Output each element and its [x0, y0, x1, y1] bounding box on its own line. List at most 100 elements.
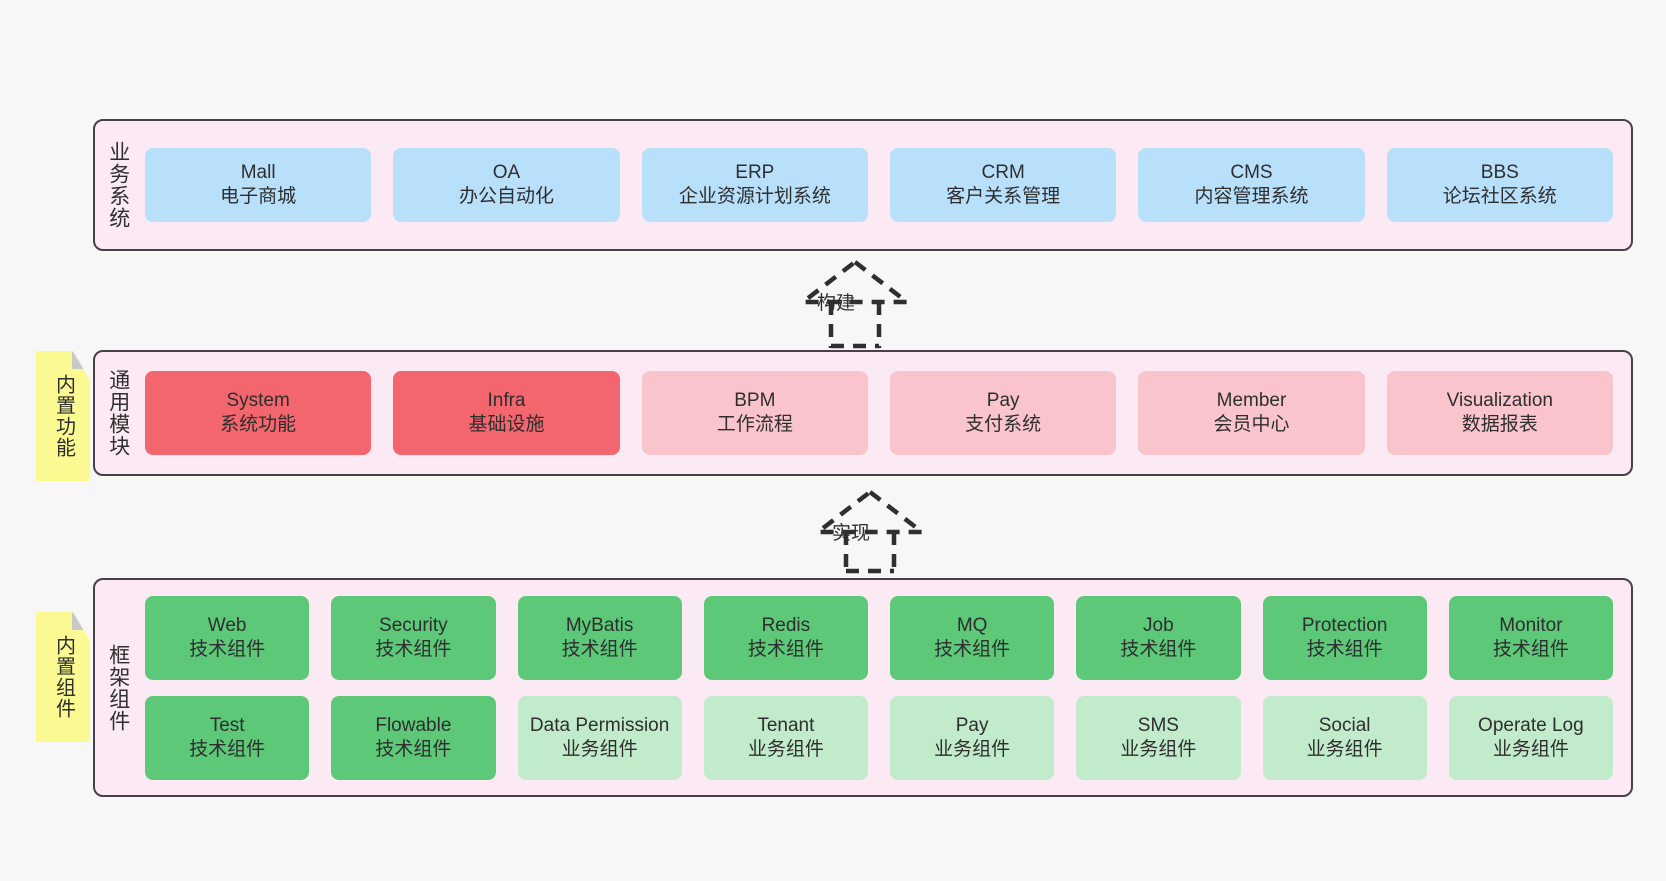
sticky-note-builtin-components-label: 内置组件: [52, 635, 75, 719]
card-erp-en: ERP: [735, 162, 775, 184]
card-erp[interactable]: ERP 企业资源计划系统: [641, 148, 868, 222]
card-bpm-cn: 工作流程: [716, 414, 793, 435]
card-visualization-en: Visualization: [1446, 390, 1553, 412]
sticky-fold-corner-icon: [72, 351, 90, 369]
card-mybatis-cn: 技术组件: [561, 638, 638, 660]
card-tenant[interactable]: Tenant 业务组件: [703, 695, 868, 780]
card-job-cn: 技术组件: [1120, 638, 1197, 660]
card-redis-cn: 技术组件: [747, 638, 824, 660]
card-member[interactable]: Member 会员中心: [1138, 371, 1365, 455]
card-web-en: Web: [207, 614, 247, 636]
card-cms[interactable]: CMS 内容管理系统: [1138, 148, 1365, 222]
card-bpm[interactable]: BPM 工作流程: [641, 371, 868, 455]
card-monitor[interactable]: Monitor 技术组件: [1448, 595, 1613, 680]
card-social[interactable]: Social 业务组件: [1262, 695, 1427, 780]
connector-build-label: 构建: [817, 293, 856, 314]
card-mq-cn: 技术组件: [934, 638, 1011, 660]
card-system-cn: 系统功能: [220, 414, 297, 435]
card-member-cn: 会员中心: [1213, 414, 1290, 435]
layer-business-title: 业务系统: [106, 141, 130, 229]
card-web-cn: 技术组件: [189, 638, 266, 660]
layer-framework-components-title: 框架组件: [106, 643, 130, 732]
card-flowable-en: Flowable: [375, 714, 452, 736]
card-mybatis[interactable]: MyBatis 技术组件: [517, 595, 682, 680]
card-sms[interactable]: SMS 业务组件: [1076, 695, 1241, 780]
card-bbs-cn: 论坛社区系统: [1442, 186, 1557, 207]
card-pay-component-en: Pay: [955, 714, 989, 736]
connector-build: 构建: [795, 258, 915, 349]
layer-common-modules-cards: System 系统功能 Infra 基础设施 BPM 工作流程 Pay 支付系统…: [141, 352, 1631, 474]
card-operate-log-en: Operate Log: [1478, 714, 1584, 736]
card-visualization-cn: 数据报表: [1461, 414, 1538, 435]
layer-framework-components: 框架组件 Web 技术组件 Security 技术组件 MyBatis 技术组件…: [93, 578, 1633, 797]
card-oa[interactable]: OA 办公自动化: [393, 148, 620, 222]
connector-implement: 实现: [810, 488, 930, 574]
card-infra[interactable]: Infra 基础设施: [393, 371, 620, 455]
layer-common-modules: 通用模块 System 系统功能 Infra 基础设施 BPM 工作流程 Pay…: [93, 350, 1633, 476]
connector-implement-label: 实现: [832, 523, 871, 544]
card-data-permission-en: Data Permission: [529, 714, 670, 736]
layer-common-modules-title: 通用模块: [106, 369, 130, 457]
card-oa-en: OA: [492, 162, 521, 184]
card-mybatis-en: MyBatis: [565, 614, 634, 636]
card-cms-en: CMS: [1230, 162, 1273, 184]
card-protection-cn: 技术组件: [1306, 638, 1383, 660]
card-job-en: Job: [1143, 614, 1174, 636]
card-system-en: System: [226, 390, 290, 412]
card-crm-cn: 客户关系管理: [946, 186, 1061, 207]
card-mq[interactable]: MQ 技术组件: [890, 595, 1055, 680]
card-sms-en: SMS: [1137, 714, 1179, 736]
sticky-note-builtin-components: 内置组件: [36, 612, 90, 742]
card-social-en: Social: [1318, 714, 1371, 736]
card-flowable-cn: 技术组件: [375, 738, 452, 760]
framework-row-technical: Web 技术组件 Security 技术组件 MyBatis 技术组件 Redi…: [145, 595, 1613, 680]
card-mall-cn: 电子商城: [220, 186, 297, 207]
card-erp-cn: 企业资源计划系统: [678, 186, 831, 207]
card-pay-module-en: Pay: [986, 390, 1020, 412]
card-infra-en: Infra: [487, 390, 526, 412]
card-system[interactable]: System 系统功能: [145, 371, 372, 455]
card-sms-cn: 业务组件: [1120, 738, 1197, 760]
card-pay-module-cn: 支付系统: [965, 414, 1042, 435]
card-bbs-en: BBS: [1480, 162, 1519, 184]
card-mall[interactable]: Mall 电子商城: [145, 148, 372, 222]
card-visualization[interactable]: Visualization 数据报表: [1386, 371, 1613, 455]
connector-build-shape: [796, 259, 914, 349]
card-bbs[interactable]: BBS 论坛社区系统: [1386, 148, 1613, 222]
card-bpm-en: BPM: [734, 390, 776, 412]
layer-business-systems: 业务系统 Mall 电子商城 OA 办公自动化 ERP 企业资源计划系统 CRM…: [93, 119, 1633, 251]
card-redis-en: Redis: [761, 614, 811, 636]
card-tenant-en: Tenant: [757, 714, 815, 736]
card-member-en: Member: [1216, 390, 1287, 412]
card-cms-cn: 内容管理系统: [1194, 186, 1309, 207]
connector-implement-shape: [811, 489, 929, 574]
card-test[interactable]: Test 技术组件: [145, 695, 310, 780]
card-monitor-en: Monitor: [1499, 614, 1563, 636]
card-web[interactable]: Web 技术组件: [145, 595, 310, 680]
card-pay-component[interactable]: Pay 业务组件: [890, 695, 1055, 780]
framework-row-business: Test 技术组件 Flowable 技术组件 Data Permission …: [145, 695, 1613, 780]
card-test-en: Test: [209, 714, 245, 736]
sticky-fold-corner-icon: [72, 612, 90, 630]
card-social-cn: 业务组件: [1306, 738, 1383, 760]
card-operate-log[interactable]: Operate Log 业务组件: [1448, 695, 1613, 780]
card-mall-en: Mall: [240, 162, 276, 184]
card-oa-cn: 办公自动化: [458, 186, 554, 207]
card-security[interactable]: Security 技术组件: [331, 595, 496, 680]
card-protection[interactable]: Protection 技术组件: [1262, 595, 1427, 680]
card-flowable[interactable]: Flowable 技术组件: [331, 695, 496, 780]
sticky-note-builtin-features-label: 内置功能: [52, 374, 75, 458]
card-pay-module[interactable]: Pay 支付系统: [889, 371, 1117, 455]
card-data-permission[interactable]: Data Permission 业务组件: [517, 695, 682, 780]
card-mq-en: MQ: [956, 614, 988, 636]
card-crm-en: CRM: [981, 162, 1025, 184]
card-pay-component-cn: 业务组件: [934, 738, 1011, 760]
card-data-permission-cn: 业务组件: [561, 738, 638, 760]
card-redis[interactable]: Redis 技术组件: [703, 595, 868, 680]
card-infra-cn: 基础设施: [468, 414, 545, 435]
card-job[interactable]: Job 技术组件: [1076, 595, 1241, 680]
card-crm[interactable]: CRM 客户关系管理: [889, 148, 1117, 222]
sticky-note-builtin-features: 内置功能: [36, 351, 90, 481]
card-tenant-cn: 业务组件: [747, 738, 824, 760]
